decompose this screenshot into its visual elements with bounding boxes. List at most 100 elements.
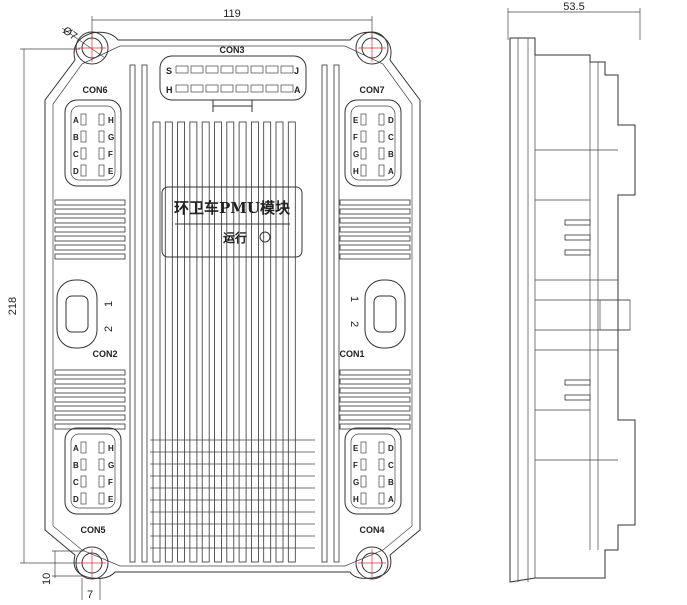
mount-holes	[75, 31, 389, 580]
fin	[339, 369, 411, 376]
pin	[190, 84, 204, 93]
side-fin	[564, 249, 591, 256]
svg-text:2: 2	[103, 326, 115, 332]
fin	[141, 64, 148, 563]
fin	[54, 414, 126, 421]
fin	[54, 217, 126, 224]
pin	[360, 441, 367, 454]
fin	[333, 64, 340, 563]
pin-letter: A	[73, 116, 79, 125]
pin-letter: E	[108, 495, 114, 504]
pin	[235, 65, 249, 74]
fin	[54, 244, 126, 251]
fin	[339, 244, 411, 251]
dim-height: 218	[7, 48, 80, 564]
fin	[339, 208, 411, 215]
fin	[214, 121, 222, 563]
fin	[54, 387, 126, 394]
label-con1: CON1	[339, 349, 364, 359]
pin	[98, 441, 105, 454]
connector-con2: 1 2 CON2	[56, 279, 118, 359]
pin	[280, 84, 294, 93]
fin	[339, 423, 411, 430]
svg-text:S: S	[166, 66, 172, 76]
pin-letter: D	[73, 167, 79, 176]
pin-letter: F	[353, 461, 358, 470]
fin	[54, 423, 126, 430]
heat-sink-fins	[54, 64, 411, 563]
pin-letter: B	[73, 461, 79, 470]
fin	[54, 396, 126, 403]
dim-side-label: 53.5	[563, 1, 584, 13]
pin	[378, 147, 385, 160]
pin	[378, 441, 385, 454]
pin-letter: G	[353, 478, 359, 487]
dim-width-label: 119	[223, 8, 241, 20]
pin	[220, 84, 234, 93]
fin	[339, 226, 411, 233]
pin	[360, 113, 367, 126]
pin	[250, 65, 264, 74]
pin-letter: E	[353, 116, 359, 125]
fin	[250, 121, 259, 563]
dim-hole: Ø7	[60, 25, 106, 59]
pin-letter: A	[73, 444, 79, 453]
pin	[175, 65, 189, 74]
pin	[378, 458, 385, 471]
pin	[265, 84, 279, 93]
pin-letter: H	[353, 495, 359, 504]
pin-letter: C	[73, 478, 79, 487]
fin	[54, 253, 126, 260]
dim-hole-label: Ø7	[60, 25, 79, 43]
label-con5: CON5	[80, 525, 105, 535]
side-fin	[564, 234, 591, 241]
pin	[98, 147, 105, 160]
fin	[54, 226, 126, 233]
fin	[201, 121, 210, 563]
pin	[378, 130, 385, 143]
fin	[238, 121, 247, 563]
fin	[263, 121, 272, 563]
svg-text:A: A	[294, 85, 301, 95]
pin	[360, 130, 367, 143]
pin-letter: H	[108, 444, 114, 453]
svg-text:H: H	[166, 85, 173, 95]
side-view: 53.5	[507, 1, 641, 583]
dim-offset-h: 7	[87, 589, 93, 601]
fin	[129, 64, 136, 563]
label-plate: 环卫车PMU模块 运行	[161, 186, 303, 258]
fin	[189, 121, 198, 563]
pin-letter: C	[73, 150, 79, 159]
pin	[360, 458, 367, 471]
pin	[378, 475, 385, 488]
fin	[54, 369, 126, 376]
fin	[54, 378, 126, 385]
pin	[378, 113, 385, 126]
svg-text:CON3: CON3	[219, 45, 244, 55]
pin-letter: G	[353, 150, 359, 159]
fin	[177, 121, 186, 563]
svg-text:1: 1	[103, 301, 115, 307]
dim-width: 119	[91, 8, 373, 40]
pin-letter: F	[108, 478, 113, 487]
pin	[80, 147, 87, 160]
pin	[250, 84, 264, 93]
housing-outline	[44, 31, 421, 579]
fin	[339, 378, 411, 385]
pin	[98, 475, 105, 488]
fin	[339, 253, 411, 260]
svg-text:J: J	[294, 66, 299, 76]
fin	[339, 217, 411, 224]
fin	[321, 64, 328, 563]
fin	[339, 235, 411, 242]
pin	[80, 475, 87, 488]
pin	[80, 492, 87, 505]
status-label: 运行	[223, 230, 247, 245]
fin	[164, 121, 173, 563]
fin	[54, 208, 126, 215]
